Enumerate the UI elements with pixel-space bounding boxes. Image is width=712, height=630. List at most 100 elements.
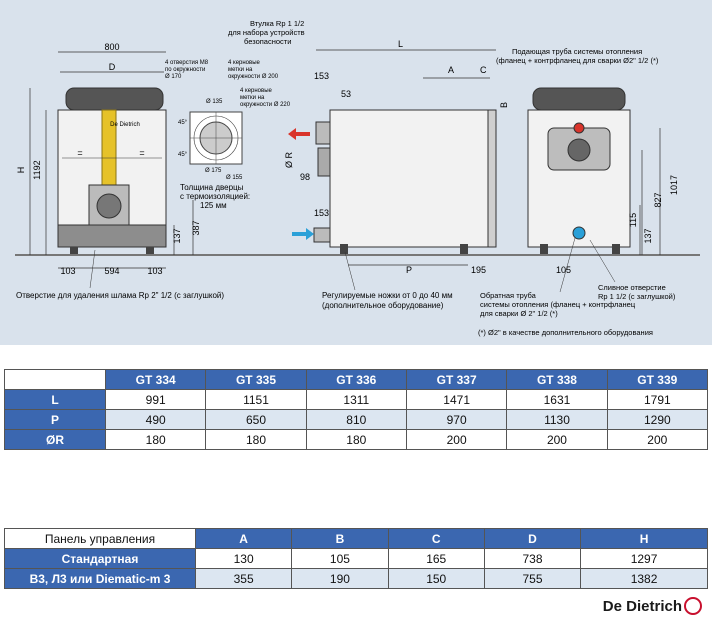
supply-note: Подающая труба системы отопления(фланец … xyxy=(496,47,659,65)
table-cell: 200 xyxy=(506,429,608,450)
table-cell: 1290 xyxy=(606,409,709,430)
row-label: Стандартная xyxy=(4,548,196,569)
rear-view xyxy=(527,87,631,254)
footnote: (*) Ø2" в качестве дополнительного обору… xyxy=(478,328,653,337)
dim-d135: Ø 135 xyxy=(206,99,223,105)
table-header-row: GT 334 GT 335 GT 336 GT 337 GT 338 GT 33… xyxy=(4,369,709,390)
dim-L: L xyxy=(398,39,403,49)
brand-label: De Dietrich xyxy=(110,122,140,128)
table-cell: 1311 xyxy=(305,389,407,410)
front-view xyxy=(57,87,167,254)
door-detail xyxy=(189,111,243,165)
dim-594: 594 xyxy=(104,266,119,276)
dim-103-right: 103 xyxy=(147,266,162,276)
table-cell: 490 xyxy=(104,409,207,430)
table-header-cell: A xyxy=(194,528,293,549)
table-cell: 1151 xyxy=(205,389,307,410)
table-cell: 1130 xyxy=(506,409,608,430)
dim-B: B xyxy=(499,102,509,108)
dim-53: 53 xyxy=(341,89,351,99)
sludge-note: Отверстие для удаления шлама Rp 2" 1/2 (… xyxy=(16,291,224,300)
table-cell: 200 xyxy=(405,429,508,450)
table-header-cell: GT 334 xyxy=(104,369,207,390)
logo-text: De Dietrich xyxy=(602,598,682,615)
table-header-cell xyxy=(4,369,106,390)
table-cell: 150 xyxy=(387,568,485,589)
dim-98: 98 xyxy=(300,172,310,182)
dim-827: 827 xyxy=(653,192,663,207)
table-cell: 650 xyxy=(205,409,307,430)
table-cell: 105 xyxy=(291,548,389,569)
table-cell: 1631 xyxy=(506,389,608,410)
table-header-cell: GT 338 xyxy=(506,369,608,390)
table-cell: 180 xyxy=(205,429,307,450)
table-cell: 810 xyxy=(305,409,407,430)
table-header-cell: Панель управления xyxy=(4,528,196,549)
technical-drawing: De Dietrich 800 D = = H 1192 137 387 103… xyxy=(0,0,712,345)
dim-103-left: 103 xyxy=(60,266,75,276)
table-cell: 970 xyxy=(405,409,508,430)
dim-153-top: 153 xyxy=(314,71,329,81)
table-row: ØR 180 180 180 200 200 200 xyxy=(4,429,709,450)
table-header-cell: C xyxy=(387,528,485,549)
table-cell: 738 xyxy=(483,548,582,569)
logo-swirl-icon xyxy=(684,597,702,616)
dim-137-rear: 137 xyxy=(643,228,653,243)
table-header-row: Панель управления A B C D H xyxy=(4,528,708,549)
table-cell: 1791 xyxy=(606,389,709,410)
dim-800: 800 xyxy=(104,42,119,52)
dim-d175: Ø 175 xyxy=(205,168,222,174)
dim-C: C xyxy=(480,65,487,75)
de-dietrich-logo: De Dietrich xyxy=(602,597,702,616)
table-cell: 1297 xyxy=(580,548,708,569)
dim-387: 387 xyxy=(191,220,201,235)
dim-195: 195 xyxy=(471,265,486,275)
model-dimensions-table: GT 334 GT 335 GT 336 GT 337 GT 338 GT 33… xyxy=(4,369,709,450)
dim-D: D xyxy=(109,62,116,72)
table-header-cell: D xyxy=(483,528,582,549)
table-cell: 190 xyxy=(291,568,389,589)
table-cell: 165 xyxy=(387,548,485,569)
row-label: P xyxy=(4,409,106,430)
angle-45-b: 45° xyxy=(178,152,188,158)
table-cell: 991 xyxy=(104,389,207,410)
table-cell: 1471 xyxy=(405,389,508,410)
eq-mark-2: = xyxy=(139,148,144,158)
row-label: B3, Л3 или Diematic-m 3 xyxy=(4,568,196,589)
dim-115: 115 xyxy=(628,213,638,227)
table-header-cell: B xyxy=(291,528,389,549)
feet-note: Регулируемые ножки от 0 до 40 мм(дополни… xyxy=(322,291,453,310)
boiler-dimension-drawing: De Dietrich 800 D = = H 1192 137 387 103… xyxy=(15,19,700,337)
control-panel-table: Панель управления A B C D H Стандартная … xyxy=(4,528,708,589)
dim-d155: Ø 155 xyxy=(226,175,243,181)
dim-137-front: 137 xyxy=(172,228,182,243)
dim-P: P xyxy=(406,265,412,275)
eq-mark-1: = xyxy=(77,148,82,158)
table-cell: 180 xyxy=(104,429,207,450)
row-label: L xyxy=(4,389,106,410)
table-cell: 755 xyxy=(483,568,582,589)
table-header-cell: GT 335 xyxy=(205,369,307,390)
side-view xyxy=(288,109,497,254)
table-header-cell: GT 336 xyxy=(305,369,407,390)
table-cell: 180 xyxy=(305,429,407,450)
angle-45-a: 45° xyxy=(178,120,188,126)
dim-diameter-R: Ø R xyxy=(284,152,294,169)
table-cell: 200 xyxy=(606,429,709,450)
table-row: Стандартная 130 105 165 738 1297 xyxy=(4,548,708,569)
table-row: P 490 650 810 970 1130 1290 xyxy=(4,409,709,430)
row-label: ØR xyxy=(4,429,106,450)
table-cell: 130 xyxy=(194,548,293,569)
table-row: B3, Л3 или Diematic-m 3 355 190 150 755 … xyxy=(4,568,708,589)
table-cell: 1382 xyxy=(580,568,708,589)
table-header-cell: GT 337 xyxy=(405,369,508,390)
dim-153-bottom: 153 xyxy=(314,208,329,218)
table-cell: 355 xyxy=(194,568,293,589)
table-row: L 991 1151 1311 1471 1631 1791 xyxy=(4,389,709,410)
